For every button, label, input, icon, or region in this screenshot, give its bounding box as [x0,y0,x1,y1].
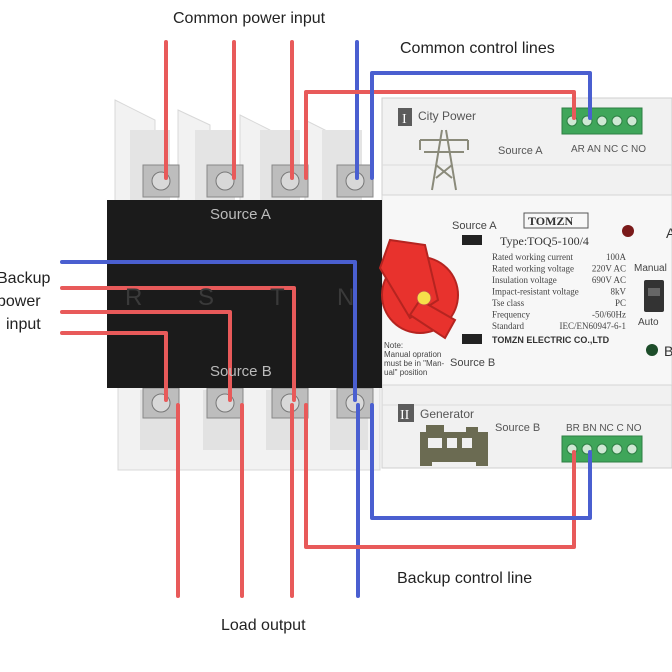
spec-value: 8kV [611,287,627,297]
city-power-label: City Power [418,109,476,123]
spec-value: IEC/EN60947-6-1 [560,321,627,331]
top-screw-terminals [142,164,374,198]
backup-power-input-label-line2: power [0,293,41,310]
spec-value: 100A [606,252,627,262]
indicator-b-label: B [664,343,672,359]
generator-numeral: II [400,408,410,423]
spec-label: Standard [492,321,524,331]
bottom-terminal-block [561,435,643,463]
specs-table: Rated working current 100A Rated working v… [492,252,627,331]
brand-logo: TOMZN [528,214,573,228]
type-label: Type:TOQ5-100/4 [500,234,589,248]
note-line: must be in "Man- [384,359,445,368]
city-power-numeral: I [402,112,407,127]
spec-label: Rated working current [492,252,573,262]
terminals-bottom-label: BR BN NC C NO [566,423,642,434]
terminals-top-label: AR AN NC C NO [571,144,646,155]
backup-power-input-label-line3: input [6,316,41,333]
phase-label-s: S [198,284,214,311]
backup-control-line-label: Backup control line [397,570,532,587]
common-control-line-red [304,90,576,180]
phase-label-t: T [270,284,285,311]
source-b-window [462,334,482,344]
note-line: Manual opration [384,350,441,359]
backup-power-wire-t [60,331,168,402]
spec-value: 690V AC [592,275,626,285]
backup-control-line-red [304,403,576,549]
switch-source-a-label: Source A [452,220,497,232]
panel-source-a-upper: Source A [498,145,543,157]
spec-label: Rated working voltage [492,264,574,274]
switch-source-b-label: Source B [450,357,495,369]
indicator-b-lamp [646,344,658,356]
backup-power-input-label-line1: Backup [0,270,50,287]
spec-label: Frequency [492,310,530,320]
backup-power-wire-n [60,260,357,402]
spec-label: Tse class [492,298,525,308]
spec-value: -50/60Hz [592,310,626,320]
backup-power-wire-s [60,310,232,402]
block-source-b-label: Source B [210,363,272,380]
transfer-knob[interactable] [378,238,459,340]
manufacturer-label: TOMZN ELECTRIC CO.,LTD [492,335,610,345]
load-output-label: Load output [221,617,306,634]
common-control-lines-label: Common control lines [400,40,555,57]
manual-operation-note: Note: Manual opration must be in "Man- u… [384,341,445,377]
phase-label-r: R [125,284,142,311]
block-source-a-label: Source A [210,206,271,223]
phase-label-n: N [337,284,354,311]
manual-label: Manual [634,263,667,274]
generator-label: Generator [420,407,474,421]
common-power-input-label: Common power input [173,10,326,27]
source-a-window [462,235,482,245]
spec-value: 220V AC [592,264,626,274]
spec-label: Insulation voltage [492,275,557,285]
spec-label: Impact-resistant voltage [492,287,579,297]
backup-control-line-blue [370,403,592,520]
indicator-a-lamp [622,225,634,237]
lower-housing [117,384,381,471]
switch-body [107,200,382,388]
generator-icon [420,425,488,466]
common-control-line-blue [370,71,592,180]
spec-value: PC [615,298,626,308]
backup-power-wire-r [60,286,296,402]
pylon-icon [419,129,469,191]
note-line: Note: [384,341,403,350]
auto-label: Auto [638,317,659,328]
indicator-a-label: A [666,225,672,241]
panel-source-b-lower: Source B [495,422,540,434]
note-line: ual" position [384,368,427,377]
